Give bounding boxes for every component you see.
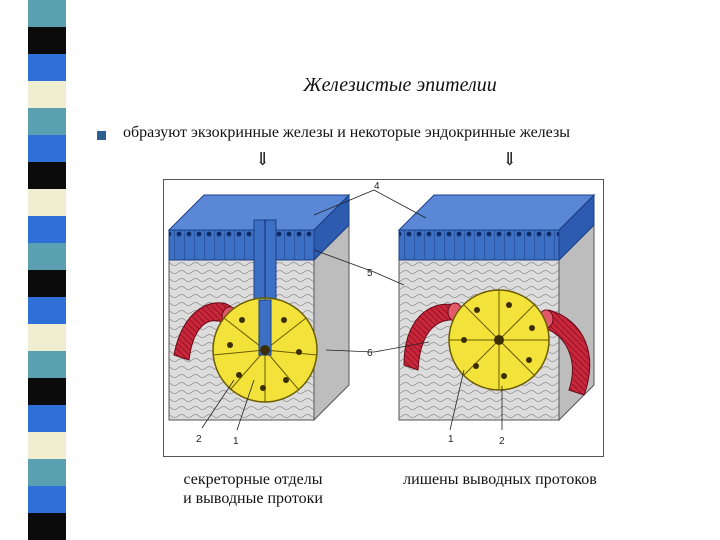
- label-6: 6: [367, 348, 373, 359]
- label-left-2: 2: [196, 434, 202, 445]
- stripe-block: [28, 0, 66, 27]
- caption-left-line1: секреторные отделы: [168, 470, 338, 489]
- down-arrow-icon-right: ⇓: [502, 149, 517, 170]
- stripe-block: [28, 486, 66, 513]
- label-right-2: 2: [499, 436, 505, 447]
- caption-right: лишены выводных протоков: [385, 470, 615, 489]
- stripe-block: [28, 27, 66, 54]
- label-left-1: 1: [233, 436, 239, 447]
- stripe-block: [28, 432, 66, 459]
- stripe-block: [28, 162, 66, 189]
- bullet-text: образуют экзокринные железы и некоторые …: [123, 124, 570, 142]
- stripe-block: [28, 405, 66, 432]
- stripe-block: [28, 135, 66, 162]
- gland-diagram: 4 5 6 2 1 1 2: [163, 179, 604, 457]
- label-5: 5: [367, 268, 373, 279]
- caption-left: секреторные отделы и выводные протоки: [168, 470, 338, 508]
- stripe-block: [28, 378, 66, 405]
- stripe-block: [28, 189, 66, 216]
- stripe-block: [28, 324, 66, 351]
- bullet-icon: [97, 131, 106, 140]
- stripe-block: [28, 270, 66, 297]
- endocrine-gland-block: [399, 195, 594, 420]
- caption-left-line2: и выводные протоки: [168, 489, 338, 508]
- down-arrow-icon-left: ⇓: [255, 149, 270, 170]
- stripe-block: [28, 243, 66, 270]
- stripe-block: [28, 297, 66, 324]
- slide-title: Железистые эпителии: [0, 74, 720, 97]
- stripe-block: [28, 459, 66, 486]
- label-right-1: 1: [448, 434, 454, 445]
- stripe-block: [28, 351, 66, 378]
- gland-illustration: 4 5 6 2 1 1 2: [164, 180, 603, 456]
- stripe-block: [28, 513, 66, 540]
- exocrine-gland-block: [169, 195, 349, 420]
- stripe-block: [28, 108, 66, 135]
- label-4: 4: [374, 181, 380, 192]
- stripe-block: [28, 216, 66, 243]
